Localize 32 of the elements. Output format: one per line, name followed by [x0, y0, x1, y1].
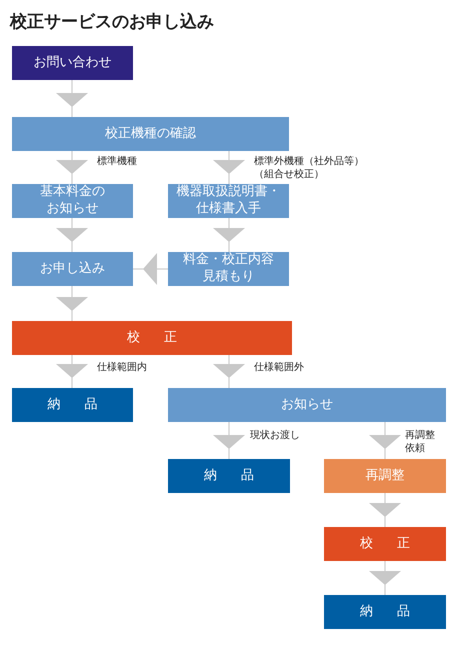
- edge-label: 標準機種: [97, 156, 137, 168]
- process-box: 納 品: [324, 595, 446, 629]
- process-box: 基本料金のお知らせ: [12, 184, 133, 218]
- diagram-title: 校正サービスのお申し込み: [10, 11, 214, 33]
- arrow: [56, 218, 88, 252]
- process-box: 再調整: [324, 459, 446, 493]
- arrow: [213, 354, 245, 388]
- process-box: 校正機種の確認: [12, 117, 289, 151]
- arrow: [213, 218, 245, 252]
- arrow: [213, 422, 245, 460]
- arrow: [132, 253, 168, 285]
- arrow: [369, 560, 401, 596]
- arrow: [56, 150, 88, 184]
- process-box: お問い合わせ: [12, 46, 133, 80]
- edge-label: 仕様範囲外: [254, 362, 304, 374]
- arrow: [213, 150, 245, 184]
- arrow: [369, 422, 401, 460]
- arrow: [56, 354, 88, 388]
- arrow: [369, 492, 401, 528]
- edge-label: 現状お渡し: [250, 430, 300, 442]
- process-box: 校 正: [324, 527, 446, 561]
- edge-label: 再調整依頼: [405, 430, 437, 455]
- process-box: 納 品: [168, 459, 290, 493]
- edge-label: 仕様範囲内: [97, 362, 147, 374]
- process-box: 校 正: [12, 321, 292, 355]
- arrow: [56, 80, 88, 118]
- process-box: 機器取扱説明書・仕様書入手: [168, 184, 289, 218]
- process-box: お知らせ: [168, 388, 446, 422]
- process-box: 料金・校正内容見積もり: [168, 252, 289, 286]
- arrow: [56, 286, 88, 322]
- process-box: お申し込み: [12, 252, 133, 286]
- process-box: 納 品: [12, 388, 133, 422]
